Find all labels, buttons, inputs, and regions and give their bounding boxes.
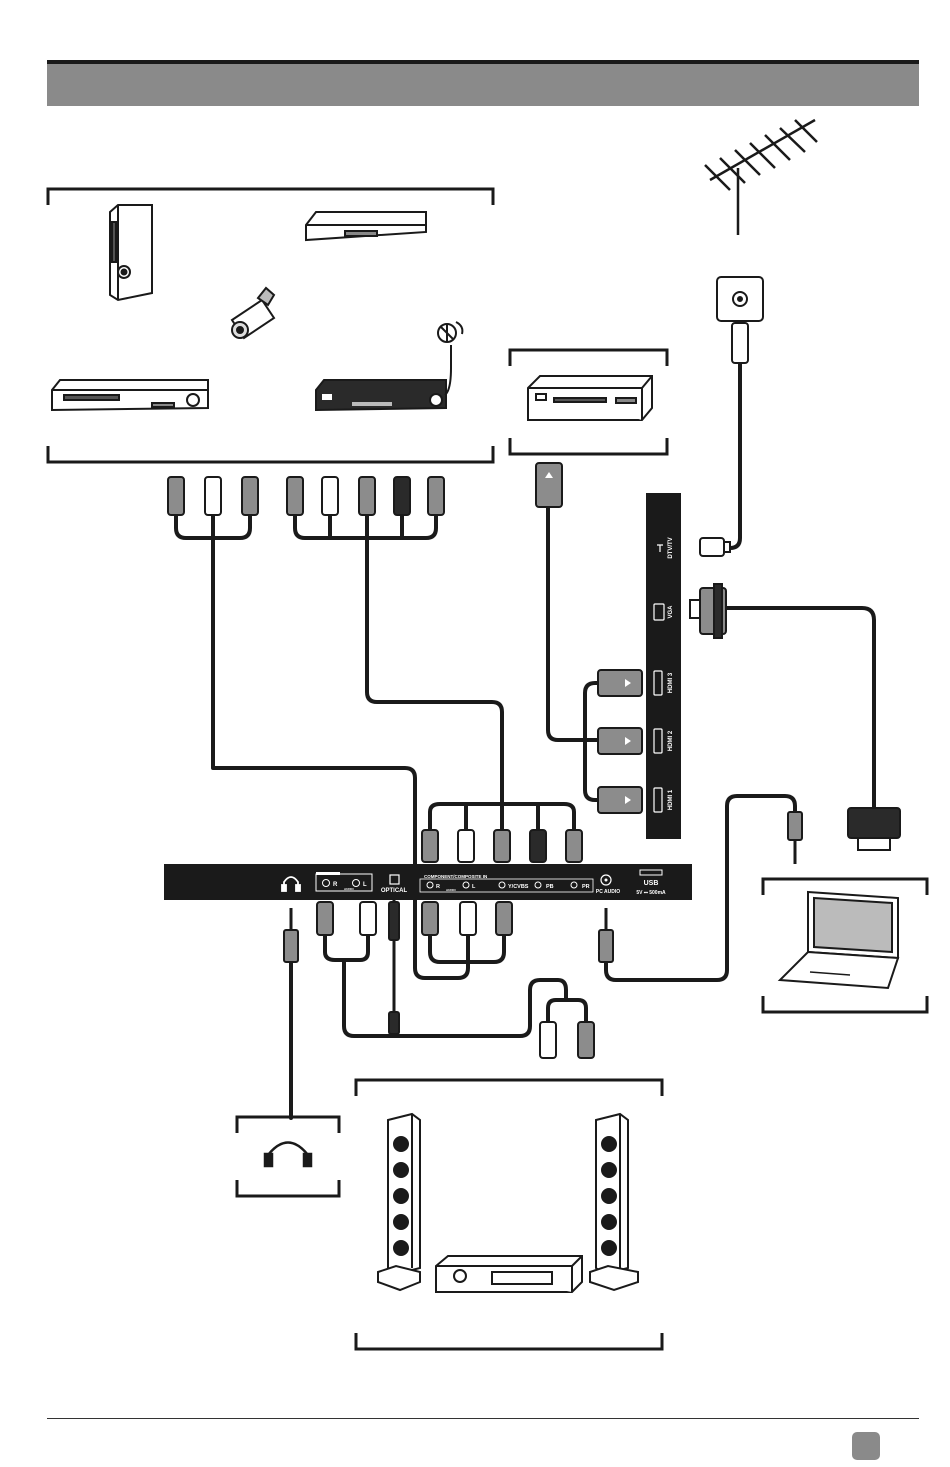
- audio-out-tab: [316, 872, 340, 875]
- satellite-receiver-icon: [316, 380, 446, 410]
- vga-plug-panel: [690, 584, 726, 638]
- antenna-icon: [705, 120, 817, 235]
- tower-speaker-icon: [590, 1114, 638, 1290]
- vga-cable: [725, 608, 874, 810]
- rca-plugs-top: [168, 477, 444, 515]
- audio-out-r-label: R: [333, 882, 338, 888]
- comp-pr-label: PR: [582, 884, 590, 890]
- audio-out-l-label: L: [363, 882, 367, 888]
- component-cable-bundle: [295, 515, 436, 538]
- camcorder-icon: [232, 288, 274, 338]
- headphones-bracket-top: [237, 1117, 339, 1133]
- optical-label: OPTICAL: [381, 888, 408, 894]
- headphones-icon: [265, 1143, 311, 1167]
- source-bracket-bottom: [48, 446, 493, 462]
- wall-socket-icon: [717, 277, 763, 363]
- page-number-badge: [852, 1432, 880, 1460]
- comp-y-label: Y/CVBS: [508, 884, 529, 890]
- laptop-bracket-top: [763, 879, 927, 895]
- vcr-icon: [528, 376, 652, 420]
- hdmi-plugs: [536, 463, 642, 813]
- comp-audio-sub-label: AUDIO: [446, 888, 456, 892]
- hdmi-cable-dvd: [548, 505, 600, 740]
- vcr-bracket-bottom: [510, 438, 667, 454]
- side-connector-panel: [646, 493, 681, 839]
- coax-plug: [700, 538, 730, 556]
- speakers-bracket-top: [356, 1080, 662, 1096]
- audio-out-sub-label: AUDIO: [344, 887, 354, 891]
- dvd-player-icon: [52, 380, 208, 410]
- av-receiver-icon: [436, 1256, 582, 1292]
- port-label-hdmi1: HDMI 1: [668, 789, 674, 810]
- port-label-hdmi3: HDMI 3: [668, 672, 674, 693]
- vga-plug-laptop: [848, 808, 900, 850]
- cables: [176, 362, 874, 1118]
- pc-audio-label: PC AUDIO: [596, 889, 620, 895]
- tower-speaker-icon: [378, 1114, 420, 1290]
- port-label-dtv: DTV/TV: [668, 537, 674, 558]
- laptop-icon: [780, 892, 898, 988]
- comp-r-label: R: [436, 884, 440, 890]
- speakers-bracket-bottom: [356, 1333, 662, 1349]
- port-label-vga: VGA: [668, 605, 674, 619]
- footer-rule: [47, 1418, 919, 1419]
- pc-audio-plug-top: [788, 812, 802, 864]
- usb-rating-label: 5V ⎓ 500mA: [636, 890, 666, 896]
- rca-plugs-component: [422, 830, 582, 862]
- antenna-cable: [720, 362, 740, 548]
- component-header-label: COMPONENT/COMPOSITE IN: [424, 874, 487, 879]
- set-top-box-icon: [306, 212, 426, 240]
- usb-label: USB: [644, 880, 659, 887]
- laptop-bracket-bottom: [763, 996, 927, 1012]
- port-label-hdmi2: HDMI 2: [668, 730, 674, 751]
- component-cable: [367, 538, 502, 805]
- game-console-icon: [110, 205, 152, 300]
- component-fanout: [430, 804, 574, 830]
- pc-audio-jack-center: [605, 879, 608, 882]
- audio-out-cable: [325, 935, 586, 1036]
- headphones-bracket-bottom: [237, 1180, 339, 1196]
- vcr-bracket-top: [510, 350, 667, 366]
- source-bracket-top: [48, 189, 493, 205]
- comp-pb-label: PB: [546, 884, 554, 890]
